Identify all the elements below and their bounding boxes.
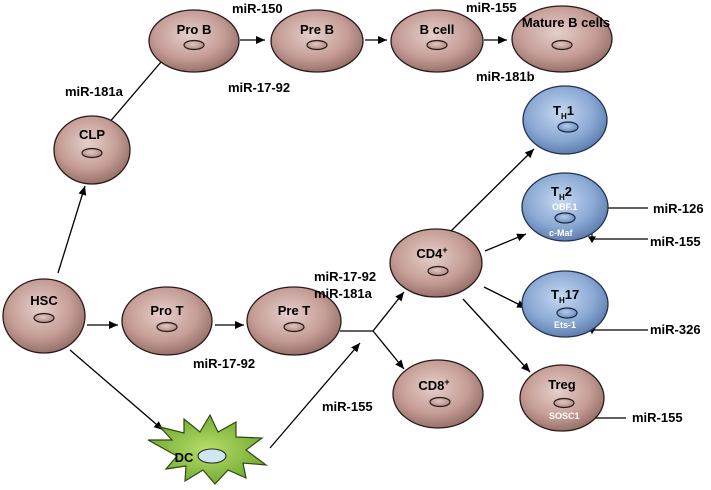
clp-label: CLP: [79, 127, 105, 142]
cell-mature-b: Mature B cells: [511, 5, 613, 73]
th17-label: TH17: [551, 287, 579, 305]
cell-pre-t: Pre T: [246, 286, 342, 356]
th2-nucleus-icon: [554, 212, 576, 224]
hsc-label: HSC: [30, 293, 58, 308]
prob-nucleus-icon: [183, 39, 205, 51]
mature-b-nucleus-icon: [551, 39, 573, 51]
dc-label: DC: [175, 450, 194, 465]
gene-sosc1-label: SOSC1: [549, 411, 580, 421]
cd4-label: CD4+: [416, 245, 447, 261]
arrow-clp-to-prob: [107, 54, 168, 125]
cell-cd4: CD4+: [389, 228, 483, 298]
pret-label: Pre T: [278, 303, 311, 318]
th1-label: TH1: [553, 103, 574, 121]
prot-label: Pro T: [150, 303, 183, 318]
dc-nucleus-icon: [197, 448, 227, 464]
cell-th1: TH1: [522, 85, 608, 155]
cell-th17: TH17 Ets-1: [521, 270, 609, 338]
hsc-nucleus-icon: [33, 312, 55, 324]
cell-dc: DC: [147, 413, 269, 485]
mirna-dc-path: miR-155: [322, 399, 373, 414]
arrow-junction-to-cd8: [372, 330, 405, 370]
prob-label: Pro B: [177, 22, 212, 37]
bcell-label: B cell: [420, 22, 455, 37]
mirna-prob-to-preb-top: miR-150: [232, 1, 283, 16]
mirna-treg-sosc1: miR-155: [632, 410, 683, 425]
mirna-th2-cmaf: miR-155: [650, 234, 701, 249]
cell-hsc: HSC: [2, 278, 86, 354]
arrow-cd4-to-th2: [484, 233, 527, 252]
mirna-bcell-to-mature-top: miR-155: [466, 0, 517, 15]
mirna-prot-to-pret: miR-17-92: [193, 356, 255, 371]
mirna-bcell-to-mature-bottom: miR-181b: [476, 69, 535, 84]
mirna-pret-line2: miR-181a: [314, 286, 373, 301]
bcell-nucleus-icon: [426, 39, 448, 51]
pret-nucleus-icon: [283, 321, 305, 333]
mirna-th2-obf1: miR-126: [653, 201, 704, 216]
gene-ets1-label: Ets-1: [554, 320, 576, 330]
th17-nucleus-icon: [556, 307, 578, 319]
cd8-nucleus-icon: [429, 396, 451, 408]
mirna-labels: miR-181a miR-150 miR-17-92 miR-155 miR-1…: [65, 0, 704, 425]
th1-nucleus-icon: [557, 121, 579, 133]
cell-pro-b: Pro B: [148, 9, 240, 73]
prot-nucleus-icon: [156, 321, 178, 333]
cell-pre-b: Pre B: [270, 9, 364, 73]
cell-pro-t: Pro T: [121, 286, 213, 356]
arrow-cd4-to-th17: [483, 286, 527, 309]
arrow-junction-to-cd4: [372, 291, 405, 332]
cell-b-cell: B cell: [390, 9, 484, 73]
clp-nucleus-icon: [81, 147, 103, 159]
cell-cd8: CD8+: [392, 359, 484, 429]
arrow-hsc-to-dc: [69, 349, 164, 431]
mirna-th17-ets1: miR-326: [650, 322, 701, 337]
mirna-clp-to-prob: miR-181a: [65, 84, 124, 99]
arrow-cd4-to-treg: [462, 298, 531, 373]
gene-obf1-label: OBF.1: [552, 202, 578, 212]
treg-label: Treg: [548, 377, 576, 392]
cell-th2: TH2 OBF.1 c-Maf: [521, 172, 609, 242]
cell-treg: Treg SOSC1: [519, 364, 605, 432]
preb-nucleus-icon: [306, 39, 328, 51]
arrows: [57, 36, 648, 449]
arrow-cd4-to-th1: [449, 148, 535, 233]
mirna-prob-to-preb-bottom: miR-17-92: [228, 80, 290, 95]
gene-cmaf-label: c-Maf: [549, 228, 574, 238]
arrow-dc-to-junction: [269, 342, 361, 449]
mature-b-label: Mature B cells: [522, 15, 610, 30]
cd4-nucleus-icon: [427, 265, 449, 277]
cd8-label: CD8+: [418, 377, 449, 393]
cell-clp: CLP: [53, 115, 131, 185]
preb-label: Pre B: [300, 22, 334, 37]
treg-nucleus-icon: [553, 397, 575, 409]
arrow-hsc-to-clp: [57, 185, 87, 274]
mirna-pret-line1: miR-17-92: [314, 269, 376, 284]
th2-label: TH2: [551, 184, 572, 202]
